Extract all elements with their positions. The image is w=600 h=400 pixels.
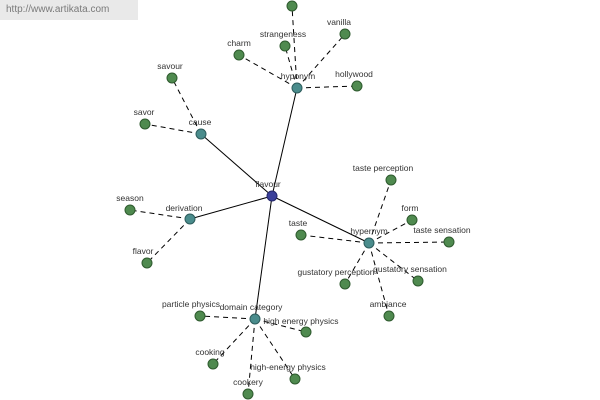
word-node-y-form[interactable] [406,214,418,226]
edge-domain-category-k-cooking [212,318,256,365]
word-node-k-particle-physics[interactable] [194,310,206,322]
flavour-label: flavour [255,179,281,189]
watermark-url: http://www.artikata.com [6,4,110,15]
hyponym-label: hyponym [281,71,316,81]
word-node-y-ambiance[interactable] [383,310,395,322]
edge-derivation-d-season [129,209,191,220]
word-node-y-gustatory-perception[interactable] [339,278,351,290]
h-vanilla-label: vanilla [327,17,351,27]
edge-hyponym-h-charm [238,54,298,89]
relation-node-domain-category[interactable] [249,313,261,325]
relation-node-hypernym[interactable] [363,237,375,249]
edge-flavour-hyponym [271,87,298,197]
edge-flavour-hypernym [271,195,370,244]
word-node-h-hollywood[interactable] [351,80,363,92]
word-node-d-season[interactable] [124,204,136,216]
edge-hyponym-h-strangeness [284,45,298,89]
k-particle-physics-label: particle physics [162,299,220,309]
word-node-k-high-energy-physics-2[interactable] [289,373,301,385]
y-form-label: form [402,203,419,213]
word-node-k-cookery[interactable] [242,388,254,400]
word-node-h-charm[interactable] [233,49,245,61]
word-node-k-high-energy-physics-1[interactable] [300,326,312,338]
d-season-label: season [116,193,144,203]
edge-domain-category-k-high-energy-physics-2 [254,318,296,380]
d-flavor-label: flavor [133,246,154,256]
y-gustatory-sensation-label: gustatory sensation [373,264,447,274]
edge-hypernym-y-taste [300,234,370,244]
word-node-c-savour[interactable] [166,72,178,84]
relation-node-derivation[interactable] [184,213,196,225]
hypernym-label: hypernym [350,226,387,236]
k-high-energy-physics-1-label: high energy physics [263,316,338,326]
word-node-d-flavor[interactable] [141,257,153,269]
edge-cause-c-savour [171,77,202,135]
edge-hyponym-h-blank [291,5,298,89]
edge-hyponym-h-hollywood [296,85,358,89]
h-hollywood-label: hollywood [335,69,373,79]
word-node-h-strangeness[interactable] [279,40,291,52]
edge-derivation-d-flavor [146,218,191,264]
edge-cause-c-savor [144,123,202,135]
y-ambiance-label: ambiance [370,299,407,309]
y-taste-label: taste [289,218,308,228]
c-savour-label: savour [157,61,183,71]
word-node-c-savor[interactable] [139,118,151,130]
word-node-h-vanilla[interactable] [339,28,351,40]
word-node-y-taste-sensation[interactable] [443,236,455,248]
c-savor-label: savor [134,107,155,117]
root-node-flavour[interactable] [266,190,278,202]
word-node-y-gustatory-sensation[interactable] [412,275,424,287]
k-cooking-label: cooking [195,347,225,357]
edge-flavour-cause [200,133,273,197]
k-high-energy-physics-2-label: high-energy physics [250,362,326,372]
y-gustatory-perception-label: gustatory perception [297,267,374,277]
edge-domain-category-k-particle-physics [199,315,256,320]
relation-node-cause[interactable] [195,128,207,140]
edge-hypernym-y-taste-perception [368,179,392,244]
edge-hypernym-y-ambiance [368,242,390,317]
h-strangeness-label: strangeness [260,29,306,39]
domain-category-label: domain category [220,302,284,312]
h-charm-label: charm [227,38,251,48]
word-node-k-cooking[interactable] [207,358,219,370]
word-node-y-taste-perception[interactable] [385,174,397,186]
edge-hypernym-y-form [368,219,413,244]
derivation-label: derivation [166,203,203,213]
word-node-h-blank[interactable] [286,0,298,12]
k-cookery-label: cookery [233,377,264,387]
cause-label: cause [189,117,212,127]
relation-node-hyponym[interactable] [291,82,303,94]
edge-hypernym-y-gustatory-sensation [368,242,419,282]
edge-domain-category-k-cookery [247,318,256,395]
y-taste-perception-label: taste perception [353,163,414,173]
edge-flavour-domain-category [254,195,273,320]
edge-hypernym-y-taste-sensation [368,241,450,244]
y-taste-sensation-label: taste sensation [413,225,470,235]
edge-flavour-derivation [189,195,273,220]
word-node-y-taste[interactable] [295,229,307,241]
watermark-banner: http://www.artikata.com [0,0,138,20]
edge-hyponym-h-vanilla [296,33,346,89]
edge-hypernym-y-gustatory-perception [344,242,370,285]
